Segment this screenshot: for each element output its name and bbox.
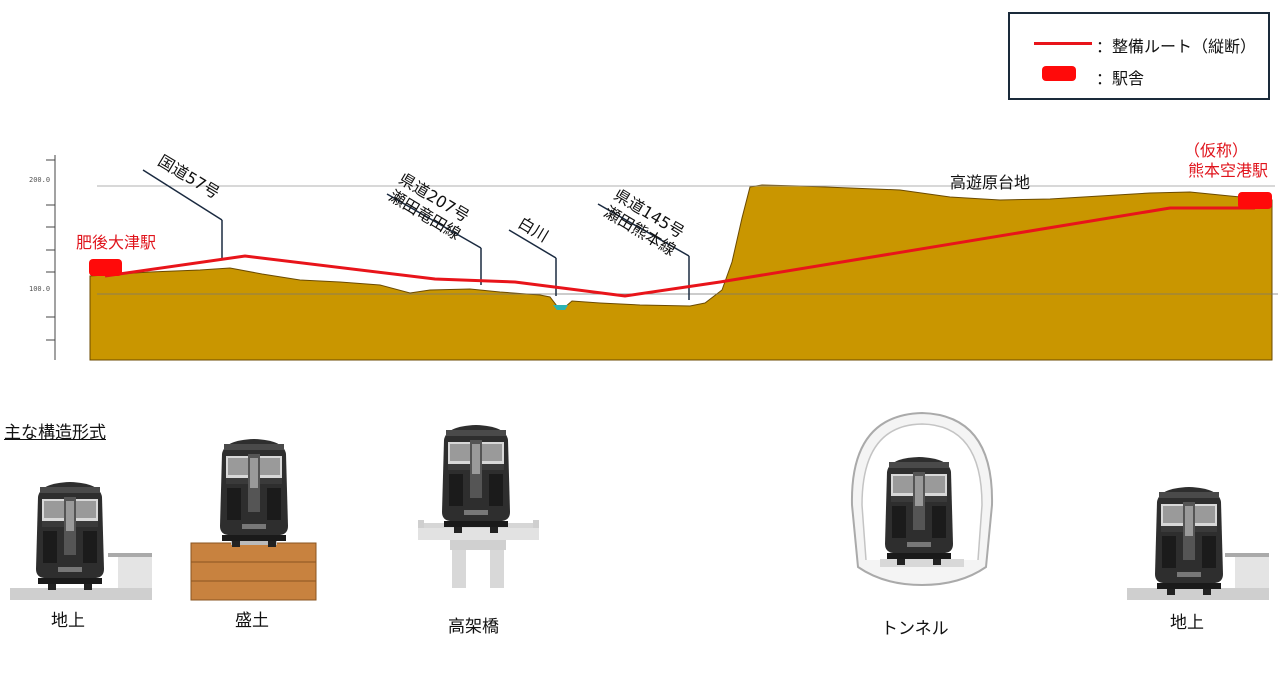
leader-road145 xyxy=(597,203,690,257)
structure-tunnel xyxy=(850,411,994,587)
planned-route-line xyxy=(104,206,1255,298)
station-kumamoto-airport xyxy=(1238,192,1272,209)
axis-tick-200: 200.0 xyxy=(29,176,51,184)
station-label-end-line1: （仮称） xyxy=(1184,141,1249,160)
legend-route-label: ：整備ルート（縦断） xyxy=(1096,37,1257,56)
station-label-end-line2: 熊本空港駅 xyxy=(1188,161,1269,180)
leader-road57 xyxy=(142,169,223,221)
terrain-profile xyxy=(89,184,1273,361)
axis-tick-100: 100.0 xyxy=(29,285,51,293)
structure-label-embankment: 盛土 xyxy=(235,611,269,631)
structure-label-ground-left: 地上 xyxy=(51,611,85,631)
legend-station-swatch xyxy=(1042,66,1076,81)
structure-ground-right xyxy=(1127,487,1269,600)
river-water xyxy=(553,305,568,310)
legend-box: ：整備ルート（縦断） ：駅舎 xyxy=(1008,12,1270,100)
structure-label-tunnel: トンネル xyxy=(881,619,949,639)
structure-label-ground-right: 地上 xyxy=(1170,613,1204,633)
structures-title: 主な構造形式 xyxy=(4,423,106,443)
elevation-axis xyxy=(46,155,56,360)
leader-river xyxy=(508,229,557,259)
station-label-start: 肥後大津駅 xyxy=(76,233,157,252)
structure-embankment xyxy=(190,439,317,601)
structure-label-viaduct: 高架橋 xyxy=(448,617,499,637)
leader-road207 xyxy=(386,193,482,249)
plateau-label: 高遊原台地 xyxy=(950,173,1031,192)
station-higo-ozu xyxy=(89,259,122,276)
structure-viaduct xyxy=(418,425,539,588)
legend-station-label: ：駅舎 xyxy=(1096,69,1145,88)
legend-route-line-swatch xyxy=(1034,42,1092,45)
structure-ground-left xyxy=(10,482,152,600)
